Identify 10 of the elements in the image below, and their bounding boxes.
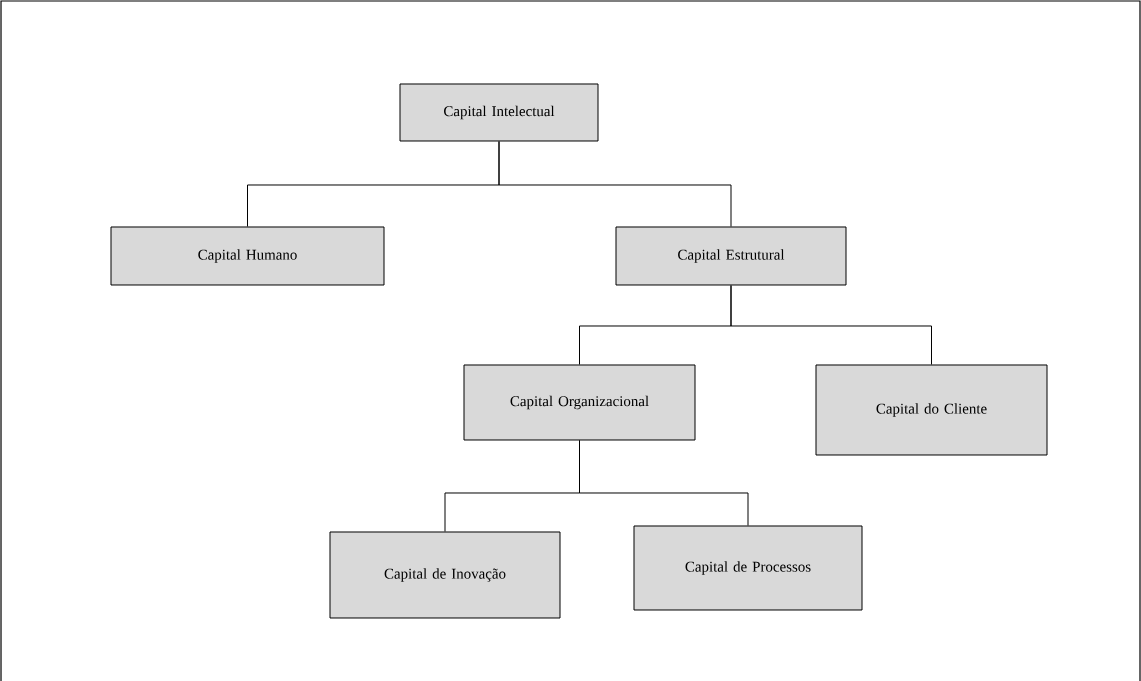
process-box: Capital do Cliente	[815, 364, 1048, 456]
connector	[498, 141, 732, 227]
connector	[730, 285, 932, 365]
connector	[579, 440, 749, 526]
process-box: Capital Humano	[110, 226, 385, 286]
process-box: Capital de Inovação	[329, 531, 561, 619]
process-box: Capital Estrutural	[615, 226, 847, 286]
process-box: Capital de Processos	[633, 525, 863, 611]
process-box: Capital Organizacional	[463, 364, 696, 441]
process-box: Capital Intelectual	[399, 83, 599, 142]
